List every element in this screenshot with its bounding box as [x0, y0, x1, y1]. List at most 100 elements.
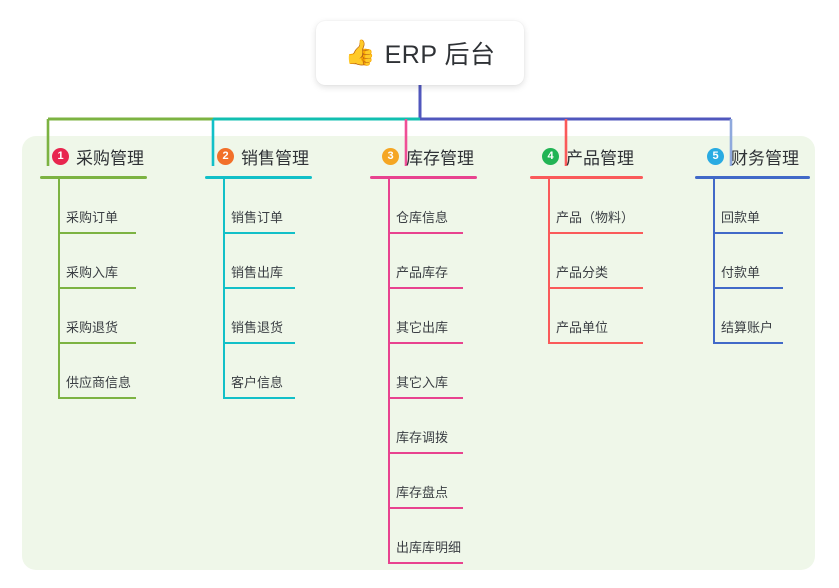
- leaf-label: 产品库存: [396, 265, 449, 280]
- branch-number-badge: 5: [707, 147, 724, 165]
- leaf-spine: [388, 399, 390, 454]
- leaf-label: 结算账户: [721, 320, 774, 335]
- branch-leaf[interactable]: 产品（物料）: [530, 179, 643, 234]
- leaf-underline: [223, 287, 295, 289]
- branch-leaf[interactable]: 结算账户: [695, 289, 810, 344]
- leaf-underline: [223, 342, 295, 344]
- branch-leaf[interactable]: 供应商信息: [40, 344, 147, 399]
- root-title: ERP 后台: [384, 41, 496, 69]
- leaf-spine: [388, 509, 390, 564]
- branch-underline: [695, 176, 810, 179]
- leaf-label: 库存盘点: [396, 485, 449, 500]
- leaf-spine: [58, 289, 60, 344]
- branch-leaf[interactable]: 其它出库: [370, 289, 477, 344]
- leaf-label: 产品（物料）: [556, 210, 635, 225]
- leaf-underline: [58, 232, 136, 234]
- branch-leaf[interactable]: 仓库信息: [370, 179, 477, 234]
- branch-leaf[interactable]: 付款单: [695, 234, 810, 289]
- leaf-label: 出库库明细: [396, 540, 462, 555]
- branch-leaf[interactable]: 采购退货: [40, 289, 147, 344]
- leaf-label: 销售退货: [231, 320, 284, 335]
- leaf-label: 采购订单: [66, 210, 119, 225]
- leaf-underline: [58, 342, 136, 344]
- leaf-spine: [388, 344, 390, 399]
- leaf-underline: [548, 232, 643, 234]
- branch-leaf[interactable]: 产品单位: [530, 289, 643, 344]
- leaf-spine: [548, 289, 550, 344]
- branch-title: 财务管理: [731, 148, 799, 168]
- leaf-label: 供应商信息: [66, 375, 132, 390]
- branch-number-badge: 3: [382, 147, 399, 165]
- branch-column-3: 3 库存管理仓库信息产品库存其它出库其它入库库存调拨库存盘点出库库明细: [370, 143, 477, 564]
- leaf-underline: [58, 397, 136, 399]
- branch-leaf[interactable]: 其它入库: [370, 344, 477, 399]
- branch-leaf[interactable]: 产品分类: [530, 234, 643, 289]
- leaf-spine: [713, 179, 715, 234]
- leaf-underline: [713, 342, 783, 344]
- branch-underline: [530, 176, 643, 179]
- leaf-label: 仓库信息: [396, 210, 449, 225]
- leaf-underline: [223, 397, 295, 399]
- branch-header-1[interactable]: 1 采购管理: [40, 143, 147, 169]
- leaf-underline: [388, 562, 463, 564]
- branch-column-5: 5 财务管理回款单付款单结算账户: [695, 143, 810, 344]
- branch-underline: [40, 176, 147, 179]
- leaf-label: 采购退货: [66, 320, 119, 335]
- branch-leaf[interactable]: 销售退货: [205, 289, 312, 344]
- leaf-underline: [388, 507, 463, 509]
- branch-leaf[interactable]: 回款单: [695, 179, 810, 234]
- leaf-label: 库存调拨: [396, 430, 449, 445]
- branch-leaf[interactable]: 库存调拨: [370, 399, 477, 454]
- leaf-spine: [223, 234, 225, 289]
- branch-title: 库存管理: [406, 148, 474, 168]
- leaf-label: 销售订单: [231, 210, 284, 225]
- leaf-underline: [388, 287, 463, 289]
- branch-number-badge: 1: [52, 147, 69, 165]
- leaf-spine: [223, 344, 225, 399]
- branch-leaf[interactable]: 采购入库: [40, 234, 147, 289]
- leaf-label: 其它出库: [396, 320, 449, 335]
- leaf-underline: [713, 287, 783, 289]
- leaf-spine: [388, 179, 390, 234]
- branch-leaf[interactable]: 库存盘点: [370, 454, 477, 509]
- leaf-spine: [58, 234, 60, 289]
- root-node[interactable]: 👍 ERP 后台: [316, 21, 524, 85]
- branch-number-badge: 2: [217, 147, 234, 165]
- branch-column-1: 1 采购管理采购订单采购入库采购退货供应商信息: [40, 143, 147, 399]
- leaf-spine: [548, 234, 550, 289]
- branch-underline: [370, 176, 477, 179]
- leaf-underline: [223, 232, 295, 234]
- leaf-underline: [388, 232, 463, 234]
- leaf-underline: [713, 232, 783, 234]
- thumbs-up-icon: 👍: [344, 38, 376, 67]
- diagram-panel: [22, 136, 815, 570]
- branch-leaf[interactable]: 产品库存: [370, 234, 477, 289]
- leaf-spine: [388, 289, 390, 344]
- leaf-label: 产品单位: [556, 320, 609, 335]
- leaf-spine: [388, 454, 390, 509]
- leaf-spine: [713, 289, 715, 344]
- leaf-label: 付款单: [721, 265, 761, 280]
- branch-leaf[interactable]: 客户信息: [205, 344, 312, 399]
- leaf-spine: [713, 234, 715, 289]
- leaf-label: 回款单: [721, 210, 761, 225]
- leaf-label: 其它入库: [396, 375, 449, 390]
- branch-title: 采购管理: [76, 148, 144, 168]
- branch-leaf[interactable]: 采购订单: [40, 179, 147, 234]
- branch-leaf[interactable]: 出库库明细: [370, 509, 477, 564]
- leaf-spine: [58, 344, 60, 399]
- branch-header-3[interactable]: 3 库存管理: [370, 143, 477, 169]
- branch-leaf[interactable]: 销售出库: [205, 234, 312, 289]
- leaf-spine: [388, 234, 390, 289]
- leaf-label: 产品分类: [556, 265, 609, 280]
- branch-leaf[interactable]: 销售订单: [205, 179, 312, 234]
- branch-header-5[interactable]: 5 财务管理: [695, 143, 810, 169]
- leaf-underline: [388, 342, 463, 344]
- leaf-spine: [58, 179, 60, 234]
- leaf-underline: [388, 397, 463, 399]
